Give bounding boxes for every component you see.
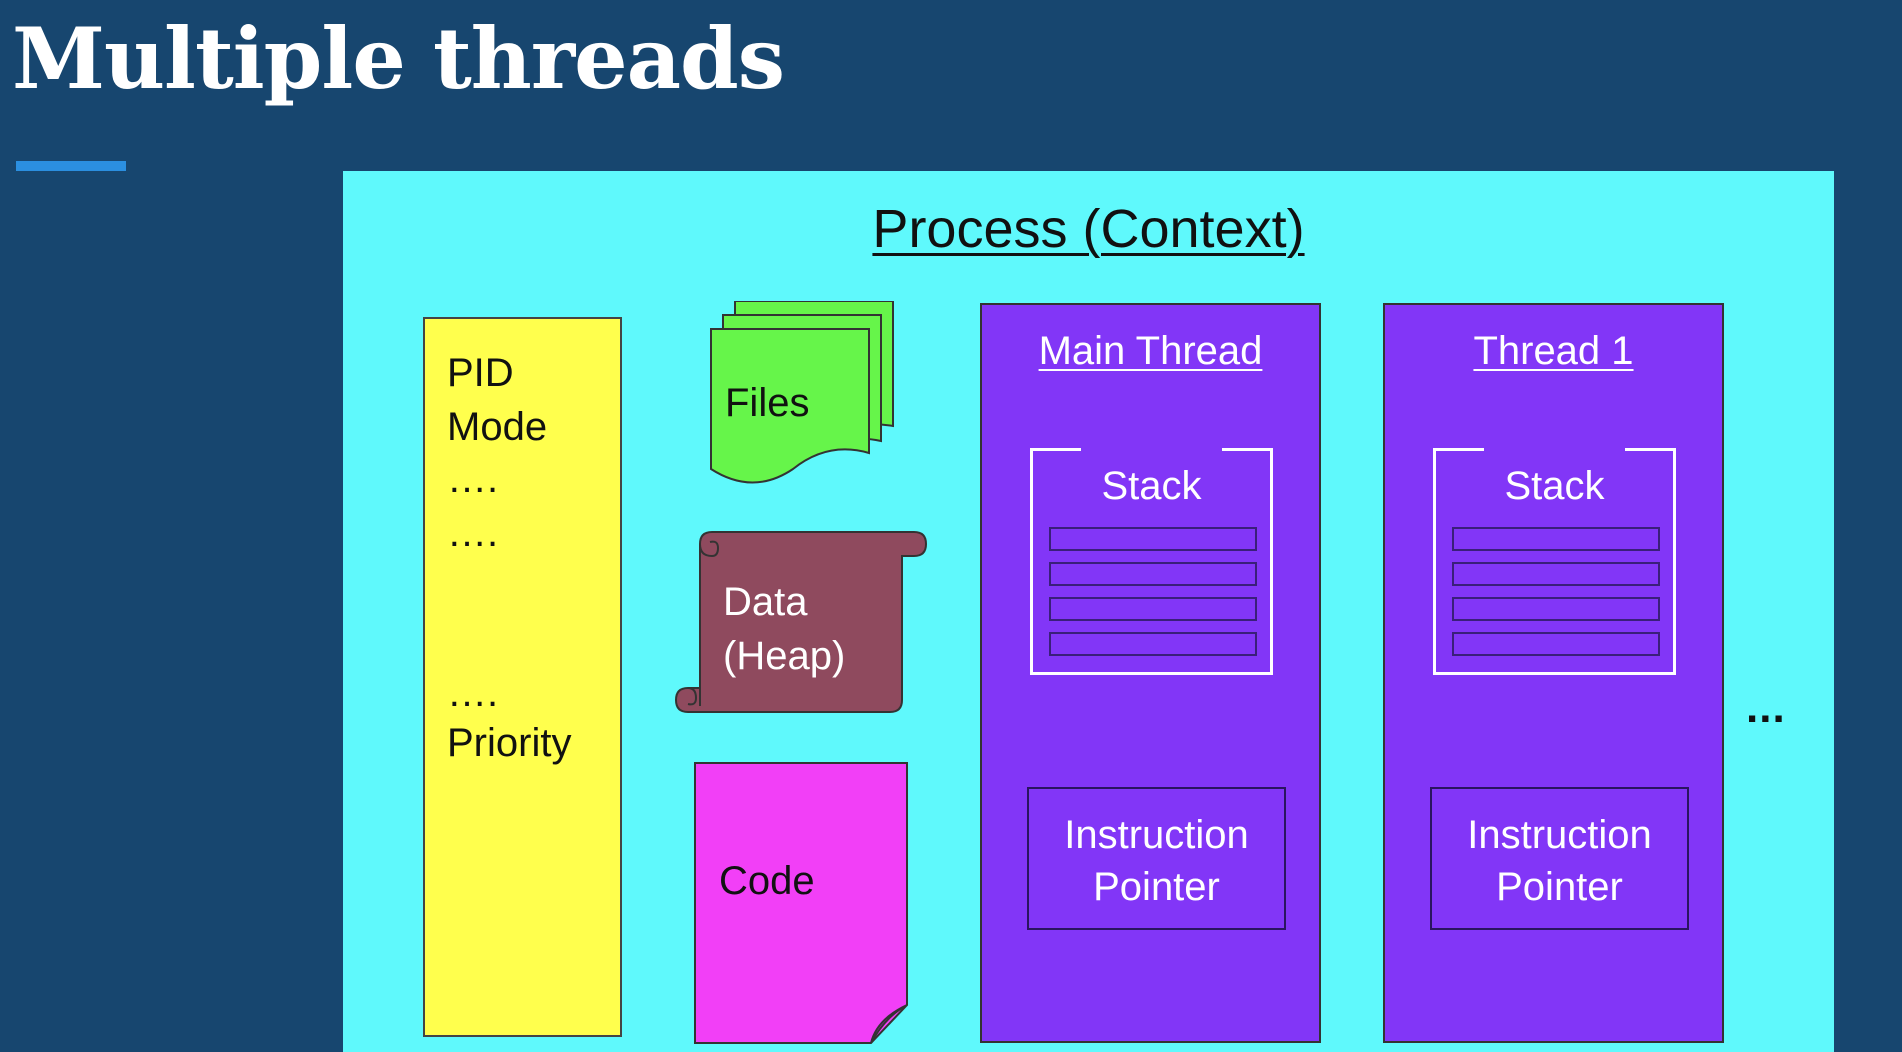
slide-title: Multiple threads <box>12 9 785 108</box>
code-page-icon <box>694 762 908 1044</box>
data-heap-scroll-icon <box>674 531 928 713</box>
thread-title: Thread 1 <box>1473 329 1634 373</box>
stack-slot <box>1452 632 1660 656</box>
stack-slot <box>1049 527 1257 551</box>
stack-slot <box>1452 597 1660 621</box>
files-label: Files <box>725 381 810 425</box>
stack-slot <box>1049 562 1257 586</box>
stack-slot <box>1049 632 1257 656</box>
pcb-pid: PID <box>447 351 514 395</box>
stack-slot <box>1049 597 1257 621</box>
process-control-block: PID Mode …. …. …. Priority <box>423 317 622 1037</box>
pcb-ellipsis-3: …. <box>447 671 499 715</box>
pcb-ellipsis-2: …. <box>447 511 499 555</box>
pcb-mode: Mode <box>447 405 548 449</box>
pcb-ellipsis-1: …. <box>447 457 499 501</box>
data-label-line2: (Heap) <box>723 634 846 678</box>
instruction-pointer-label: Instruction Pointer <box>1029 809 1284 913</box>
data-label-line1: Data <box>723 580 808 624</box>
thread-main: Main Thread Stack Instruction Pointer <box>980 303 1321 1043</box>
code-label: Code <box>719 859 815 903</box>
files-icon <box>710 301 894 484</box>
ip-line2: Pointer <box>1093 865 1220 909</box>
ip-line1: Instruction <box>1467 813 1652 857</box>
pcb-priority: Priority <box>447 721 572 765</box>
instruction-pointer: Instruction Pointer <box>1027 787 1286 930</box>
thread-1: Thread 1 Stack Instruction Pointer <box>1383 303 1724 1043</box>
instruction-pointer-label: Instruction Pointer <box>1432 809 1687 913</box>
thread-stack: Stack <box>1030 448 1273 675</box>
stack-label: Stack <box>1504 464 1605 508</box>
stack-label: Stack <box>1101 464 1202 508</box>
stack-slot <box>1452 527 1660 551</box>
instruction-pointer: Instruction Pointer <box>1430 787 1689 930</box>
thread-stack: Stack <box>1433 448 1676 675</box>
process-context-box: Process (Context) PID Mode …. …. …. Prio… <box>343 171 1834 1052</box>
data-heap-label: Data (Heap) <box>723 575 845 683</box>
process-title: Process (Context) <box>872 199 1305 259</box>
stack-slot <box>1452 562 1660 586</box>
thread-title: Main Thread <box>1038 329 1263 373</box>
title-accent-underline <box>16 161 126 171</box>
ip-line1: Instruction <box>1064 813 1249 857</box>
more-threads-indicator: ... <box>1746 683 1786 732</box>
ip-line2: Pointer <box>1496 865 1623 909</box>
